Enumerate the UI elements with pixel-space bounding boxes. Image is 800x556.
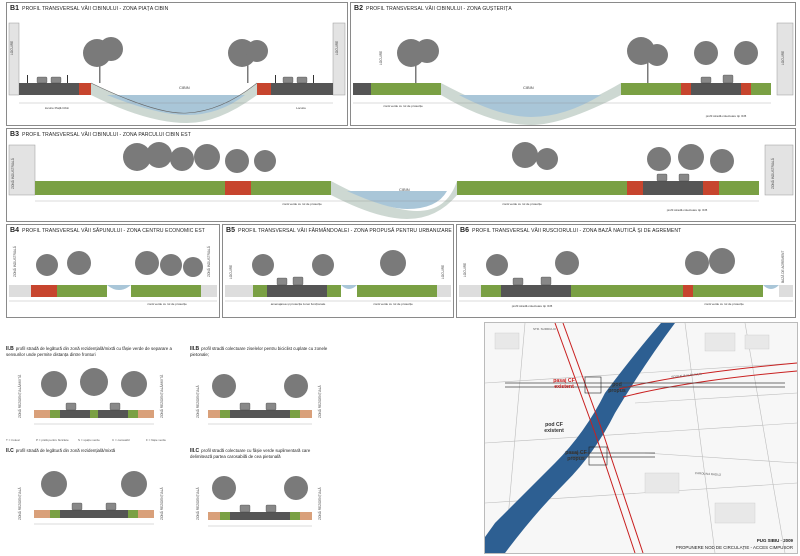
label-pasaj-propus: pasaj CF propus [565,450,587,462]
map-footer-title: PROPUNERE NOD DE CIRCULAȚIE - ACCES CIMP… [675,545,793,550]
note-left: amenajarea și protecția zonei funcțional… [270,302,326,306]
note-left: zonă verde cu rol de protecție [383,104,423,108]
note-street: profil stradă colectoare tip III.B [666,208,708,212]
iiib-section-drawing [208,374,312,425]
side-zone-label: ZONĂ REZIDENȚIALĂ/MIXTĂ [160,374,164,418]
label-pasaj-existent: pasaj CF existent [553,378,575,390]
left-zone-label: LOCUIRE [229,264,233,279]
right-zone-label: LOCUIRE [441,264,445,279]
iic-section-drawing [34,471,154,525]
side-zone-label: ZONĂ REZIDENȚIALĂ [318,385,322,418]
map-drawing [485,323,797,553]
b5-section-drawing [225,250,451,302]
legend-item: P = pistă pentru biciclete [36,438,69,442]
legend: T = trotuar P = pistă pentru biciclete S… [6,438,186,444]
label-pod-existent: pod CF existent [544,422,564,434]
label-pod-propus: pod propus [608,382,626,394]
side-zone-label: ZONĂ REZIDENȚIALĂ [196,487,200,520]
b3-section-drawing [8,142,794,219]
map-footer-project: PUG SIBIU · 2009 [756,538,793,543]
note-right: zonă verde cu rol de protecție [373,302,413,306]
note-right: zonă verde cu rol de protecție [502,202,542,206]
note-right: Locuire [296,106,306,110]
right-zone-label: ZONĂ INDUSTRIALĂ [771,158,775,189]
river-label: CIBIN [399,187,410,192]
intersection-map: pasaj CF existent pod propus pod CF exis… [484,322,798,554]
note-right: zonă verde cu rol de protecție [704,302,744,306]
note-left: profil stradă colectoare tip III.B [511,304,553,308]
note-left: locuire Piață Cibin [44,106,70,110]
left-zone-label: LOCUIRE [463,262,467,277]
left-zone-label: ZONĂ INDUSTRIALĂ [13,246,17,277]
right-zone-label: ZONĂ INDUSTRIALĂ [207,246,211,277]
street-label: STR. SURDULUI [533,327,557,331]
note: zonă verde cu rol de protecție [147,302,187,306]
legend-item: T = trotuar [6,438,20,442]
right-zone-label: BAZĂ DE AGREMENT [781,250,785,283]
iib-section-drawing [34,368,154,425]
iiic-section-drawing [208,476,312,527]
side-zone-label: ZONĂ REZIDENȚIALĂ [18,487,22,520]
left-zone-label: ZONĂ INDUSTRIALĂ [11,158,15,189]
side-zone-label: ZONĂ REZIDENȚIALĂ [160,487,164,520]
b4-section-drawing [9,251,217,302]
river-label: CIBIN [179,85,190,90]
left-zone-label: LOCUIRE [379,50,383,65]
side-zone-label: ZONĂ REZIDENȚIALĂ/MIXTĂ [18,374,22,418]
side-zone-label: ZONĂ REZIDENȚIALĂ [196,385,200,418]
legend-item: C = carosabil [112,438,130,442]
b2-section-drawing [353,22,794,125]
left-zone-label: LOCUIRE [10,40,14,55]
side-zone-label: ZONĂ REZIDENȚIALĂ [318,487,322,520]
b1-section-drawing [8,22,346,123]
note-right: profil stradă colectoare tip III.B [705,114,747,118]
note-left: zonă verde cu rol de protecție [282,202,322,206]
right-zone-label: LOCUIRE [781,50,785,65]
b6-section-drawing [459,248,793,302]
legend-item: S = spațiu verde [78,438,100,442]
legend-item: F = fâșie verde [146,438,166,442]
right-zone-label: LOCUIRE [335,40,339,55]
river-label: CIBIN [523,85,534,90]
